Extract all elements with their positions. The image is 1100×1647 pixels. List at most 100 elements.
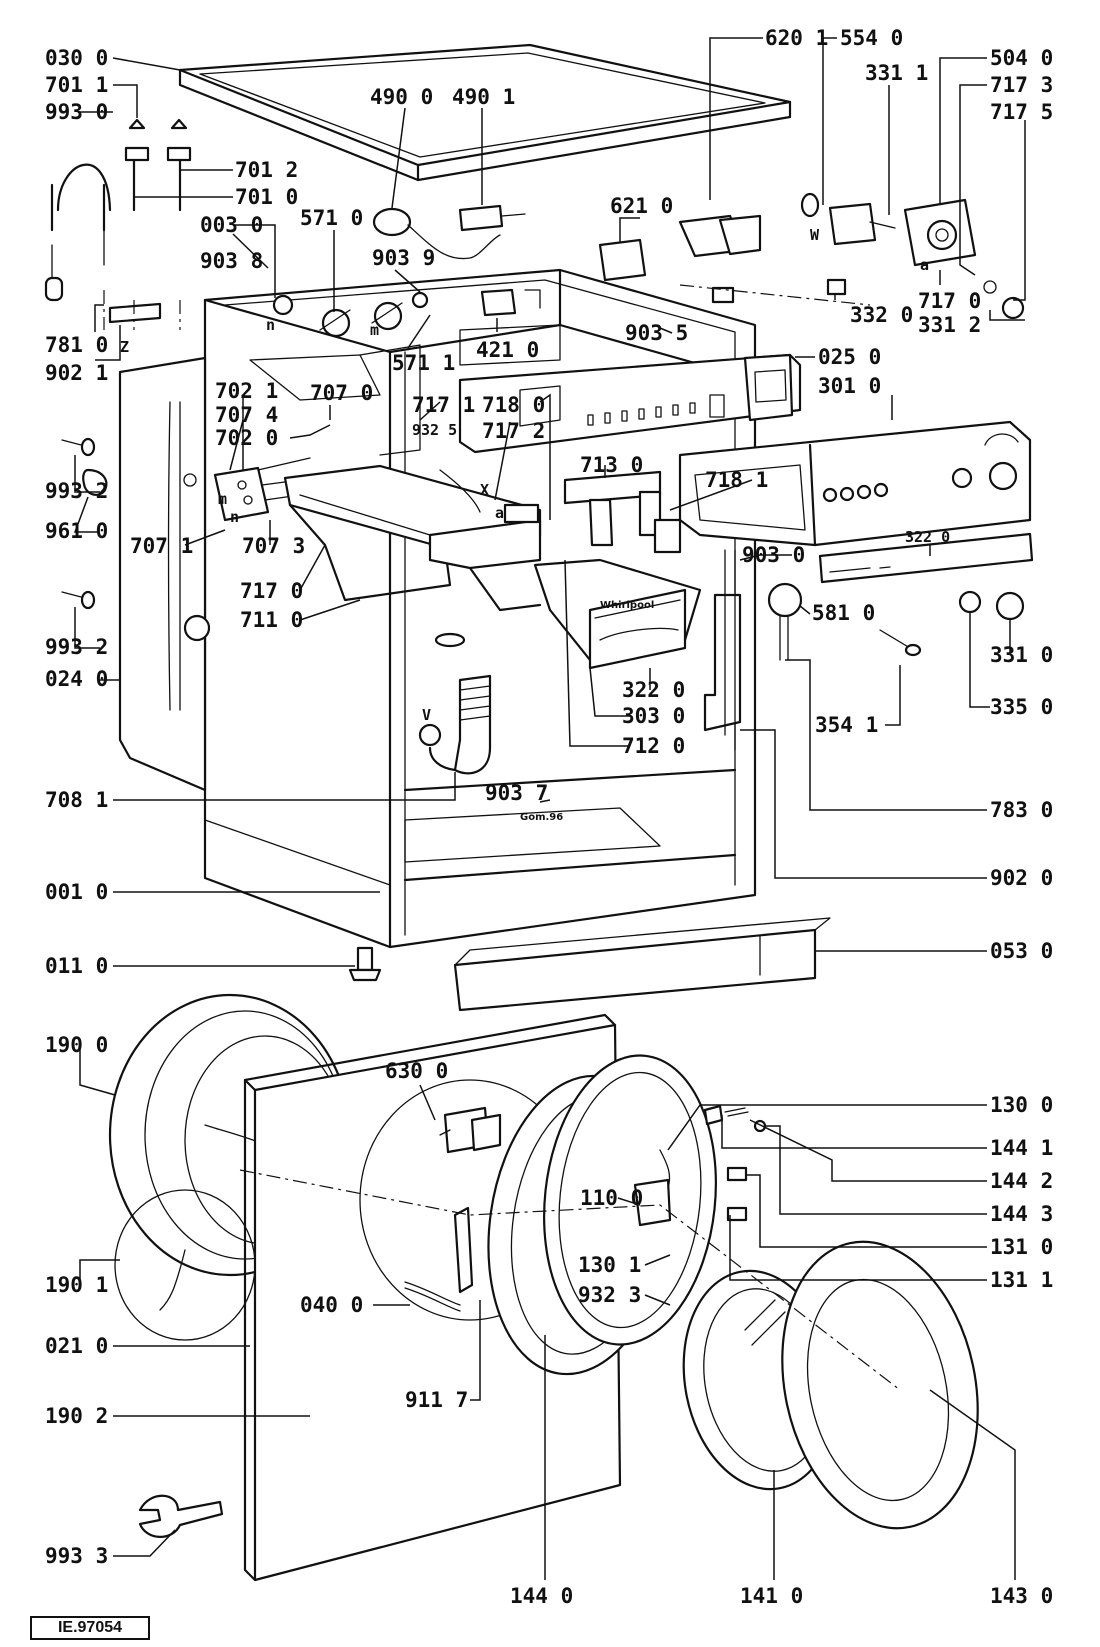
signature-mark: Gom.96	[520, 812, 563, 823]
side-panel-part	[118, 356, 211, 792]
valve-connectors-part	[213, 457, 311, 522]
label-490-1: 490 1	[452, 85, 515, 109]
label-993-0: 993 0	[45, 100, 108, 124]
svg-text:V: V	[422, 706, 431, 724]
drawer-guides-part	[563, 470, 682, 554]
label-130-0: 130 0	[990, 1093, 1053, 1117]
adjustable-foot-part	[348, 946, 382, 982]
pressure-switch-part	[767, 582, 1025, 661]
svg-text:Z: Z	[120, 338, 129, 356]
label-053-0: 053 0	[990, 939, 1053, 963]
brand-mark: Whirlpool	[600, 600, 654, 611]
label-331-1: 331 1	[865, 61, 928, 85]
door-glass-part	[682, 1240, 979, 1530]
label-702-0: 702 0	[215, 426, 278, 450]
label-993-2-lower: 993 2	[45, 635, 108, 659]
inlet-hoses-part	[44, 118, 192, 330]
label-301-0: 301 0	[818, 374, 881, 398]
label-130-1: 130 1	[578, 1253, 641, 1277]
label-903-0: 903 0	[742, 543, 805, 567]
label-421-0: 421 0	[476, 338, 539, 362]
hinge-part	[404, 1206, 474, 1312]
label-331-2: 331 2	[918, 313, 981, 337]
detergent-drawer-part: Whirlpool	[533, 558, 702, 670]
label-717-0-top: 717 0	[918, 289, 981, 313]
label-993-2-upper: 993 2	[45, 479, 108, 503]
label-144-2: 144 2	[990, 1169, 1053, 1193]
label-190-0: 190 0	[45, 1033, 108, 1057]
label-332-0: 332 0	[850, 303, 913, 327]
label-620-1: 620 1	[765, 26, 828, 50]
label-011-0: 011 0	[45, 954, 108, 978]
label-711-0: 711 0	[240, 608, 303, 632]
label-911-7: 911 7	[405, 1388, 468, 1412]
inlet-valves-part	[272, 291, 429, 338]
label-961-0: 961 0	[45, 519, 108, 543]
label-718-1: 718 1	[705, 468, 768, 492]
label-717-3: 717 3	[990, 73, 1053, 97]
label-040-0: 040 0	[300, 1293, 363, 1317]
label-143-0: 143 0	[990, 1584, 1053, 1608]
svg-text:m: m	[370, 321, 379, 339]
drain-hose-part	[418, 632, 492, 775]
hinge-pin-part	[703, 1104, 767, 1222]
label-903-9: 903 9	[372, 246, 435, 270]
label-712-0: 712 0	[622, 734, 685, 758]
label-717-1: 717 1	[412, 393, 475, 417]
label-932-3: 932 3	[578, 1283, 641, 1307]
label-322-0-strip: 322 0	[905, 528, 950, 546]
top-cover-part	[178, 43, 792, 182]
plinth-part	[453, 917, 831, 1012]
door-handle-part	[633, 1149, 672, 1227]
svg-text:a: a	[920, 256, 929, 274]
label-701-1: 701 1	[45, 73, 108, 97]
label-021-0: 021 0	[45, 1334, 108, 1358]
label-554-0: 554 0	[840, 26, 903, 50]
svg-text:n: n	[230, 508, 239, 526]
label-144-3: 144 3	[990, 1202, 1053, 1226]
svg-text:W: W	[810, 226, 820, 244]
label-993-3: 993 3	[45, 1544, 108, 1568]
leader-lines	[73, 37, 1026, 1580]
label-331-0: 331 0	[990, 643, 1053, 667]
control-facia-part	[678, 420, 1032, 547]
label-781-0: 781 0	[45, 333, 108, 357]
label-131-1: 131 1	[990, 1268, 1053, 1292]
suppressor-part	[480, 288, 541, 317]
svg-text:a: a	[495, 504, 504, 522]
label-701-2: 701 2	[235, 158, 298, 182]
switches-timer-part	[598, 192, 1025, 320]
label-322-0-drawer: 322 0	[622, 678, 685, 702]
label-144-0: 144 0	[510, 1584, 573, 1608]
label-003-0: 003 0	[200, 213, 263, 237]
drawing-reference: IE.97054	[30, 1616, 150, 1640]
label-932-5: 932 5	[412, 421, 457, 439]
label-718-0: 718 0	[482, 393, 545, 417]
label-621-0: 621 0	[610, 194, 673, 218]
label-571-0: 571 0	[300, 206, 363, 230]
label-708-1: 708 1	[45, 788, 108, 812]
part-labels: 030 0 701 1 993 0 701 2 701 0 003 0 571 …	[45, 26, 1053, 1608]
label-030-0: 030 0	[45, 46, 108, 70]
label-335-0: 335 0	[990, 695, 1053, 719]
label-581-0: 581 0	[812, 601, 875, 625]
label-783-0: 783 0	[990, 798, 1053, 822]
label-303-0: 303 0	[622, 704, 685, 728]
label-707-4: 707 4	[215, 403, 278, 427]
label-707-3: 707 3	[242, 534, 305, 558]
label-903-8: 903 8	[200, 249, 263, 273]
label-707-1: 707 1	[130, 534, 193, 558]
right-rail-part	[703, 549, 742, 751]
label-903-7: 903 7	[485, 781, 548, 805]
label-490-0: 490 0	[370, 85, 433, 109]
door-frame-part	[487, 1054, 717, 1376]
power-cable-part	[372, 204, 526, 260]
label-702-1: 702 1	[215, 379, 278, 403]
label-713-0: 713 0	[580, 453, 643, 477]
label-190-1: 190 1	[45, 1273, 108, 1297]
label-001-0: 001 0	[45, 880, 108, 904]
svg-text:m: m	[218, 490, 227, 508]
indicator-strip-part	[818, 532, 1034, 584]
